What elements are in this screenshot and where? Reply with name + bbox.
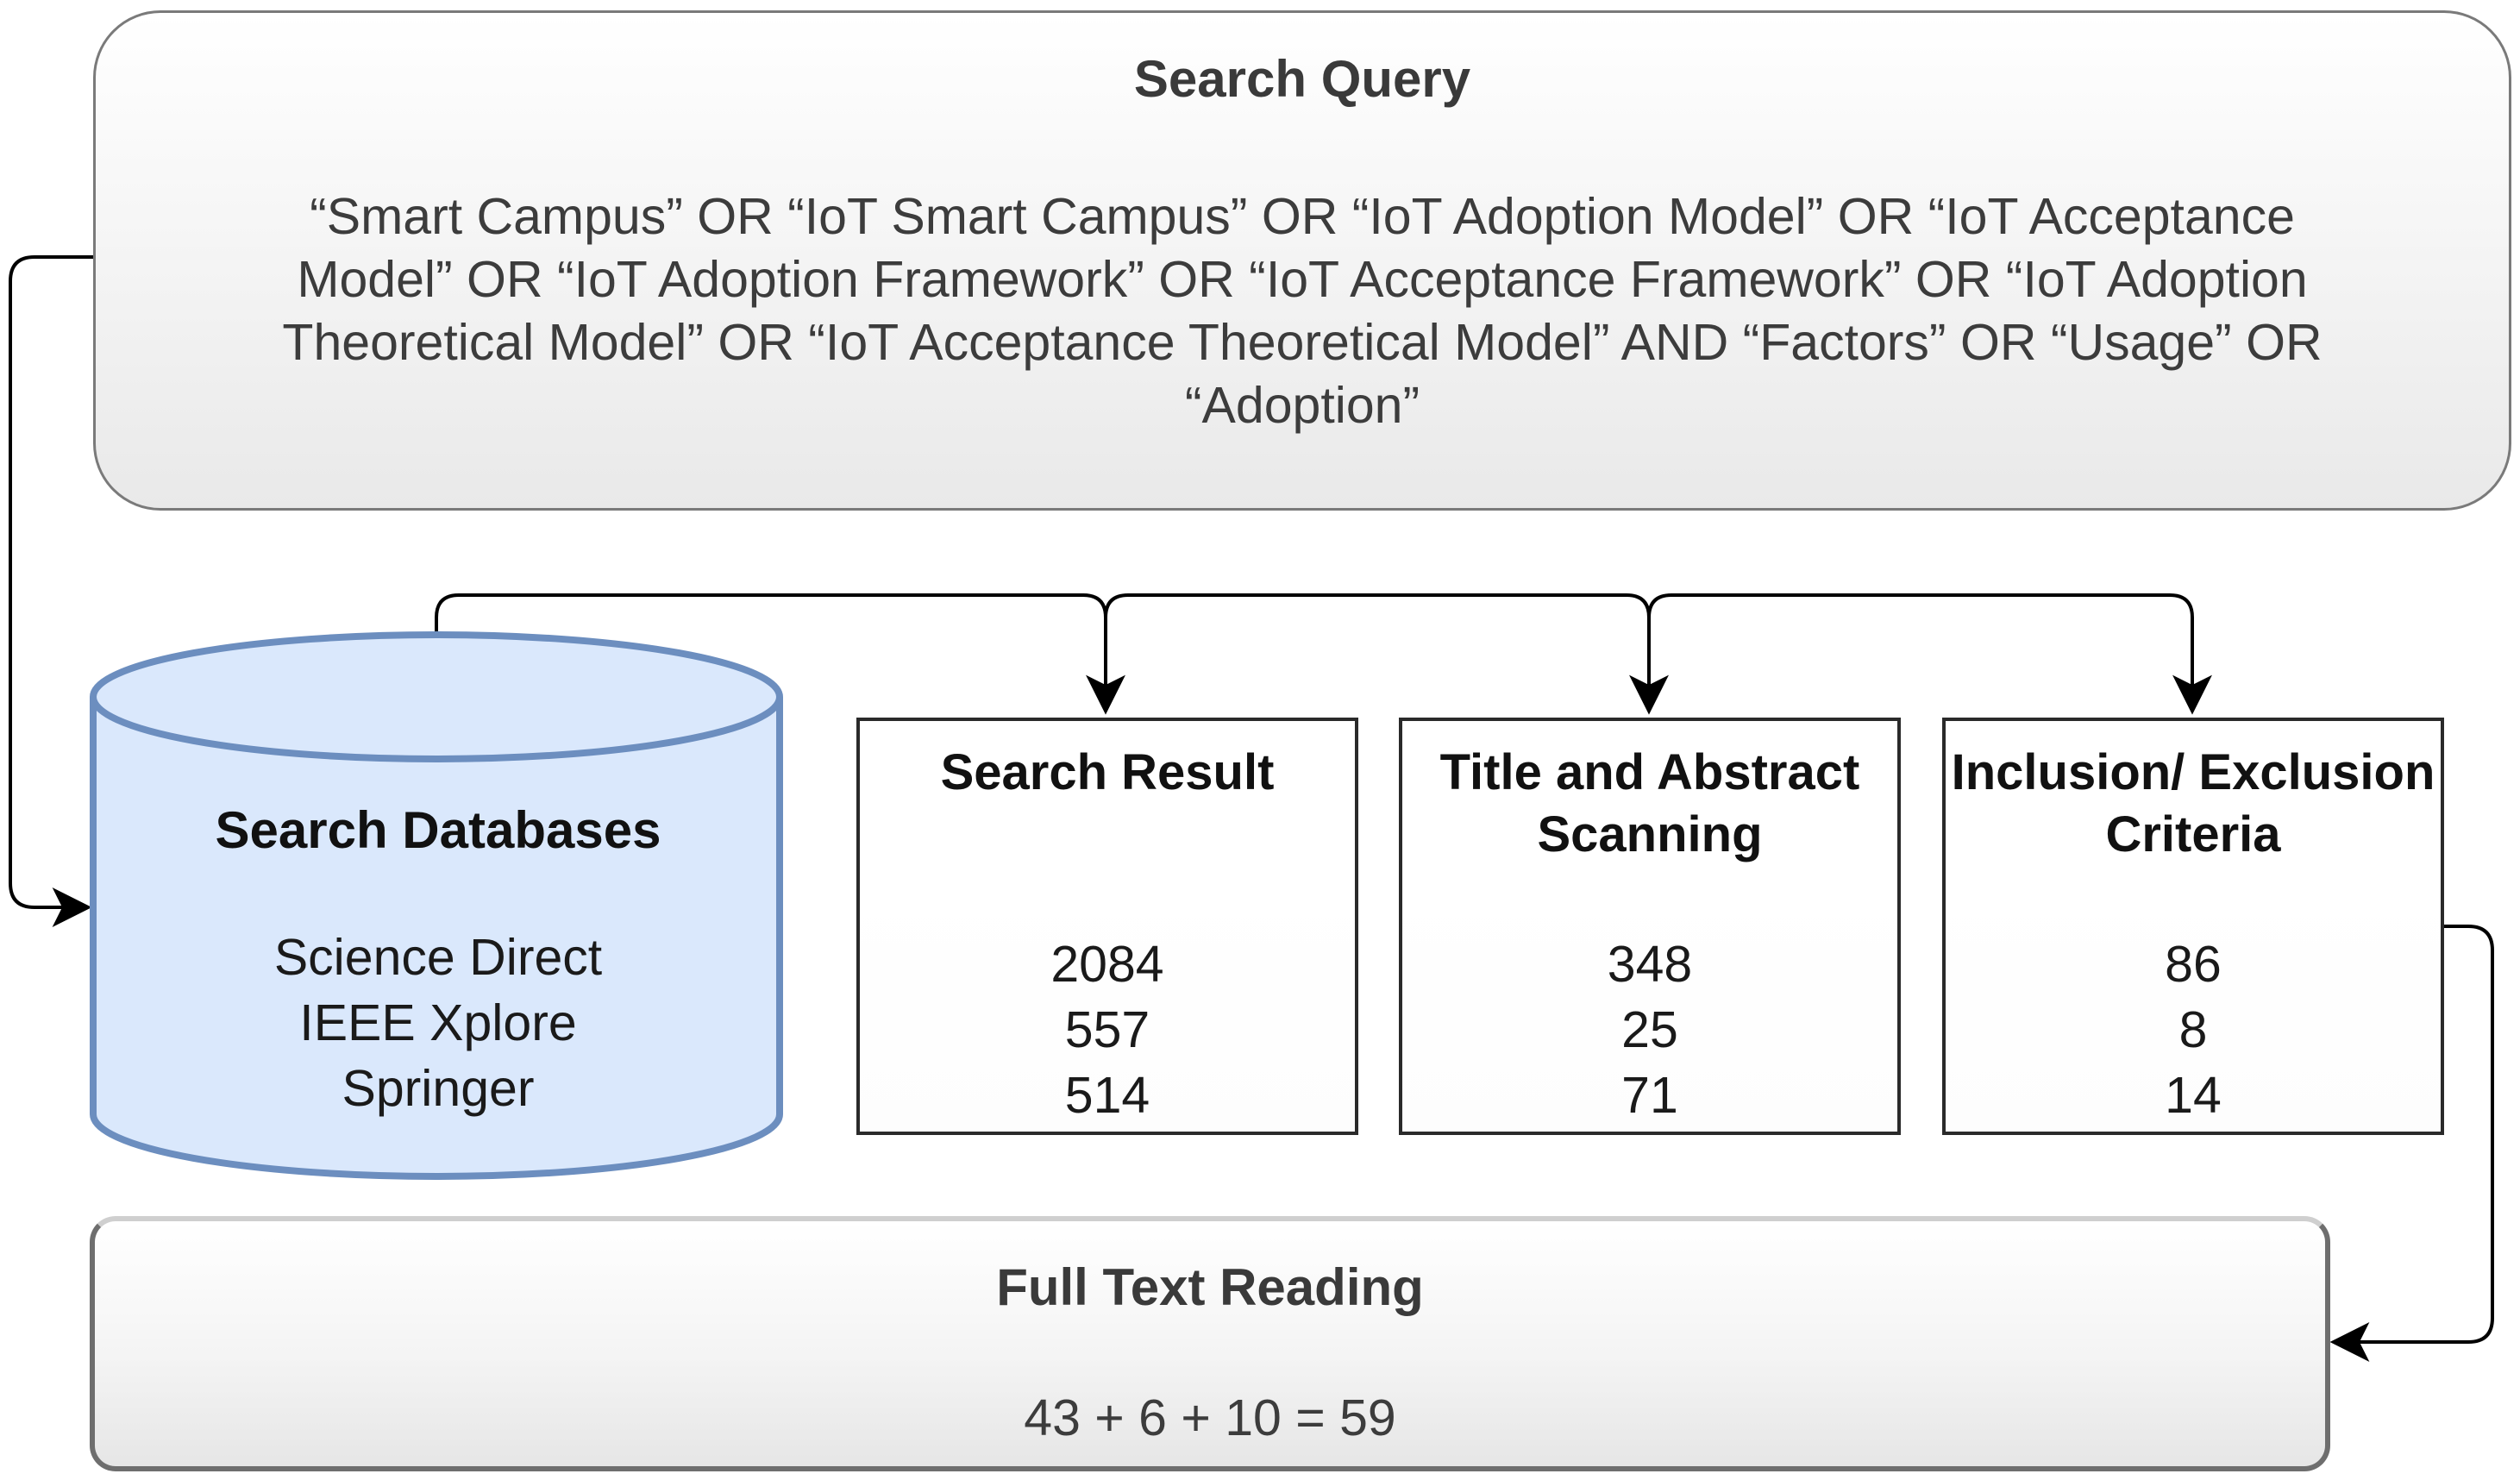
search-query-title: Search Query	[1133, 50, 1471, 108]
database-item: Science Direct	[273, 929, 603, 986]
search-databases-title: Search Databases	[215, 801, 661, 859]
inclusion-exclusion-criteria-title: Inclusion/ Exclusion Criteria	[1951, 744, 2435, 862]
full-text-reading-box: Full Text Reading 43 + 6 + 10 = 59	[90, 1216, 2330, 1471]
stage-value: 2084	[1050, 936, 1164, 993]
full-text-reading-sum: 43 + 6 + 10 = 59	[1024, 1389, 1396, 1446]
stage-value: 557	[1064, 1001, 1150, 1058]
stage-value: 8	[2178, 1001, 2208, 1058]
inclusion-exclusion-criteria-box: Inclusion/ Exclusion Criteria 86 8 14	[1942, 718, 2444, 1135]
stage-value: 25	[1621, 1001, 1678, 1058]
search-result-title: Search Result	[940, 744, 1275, 800]
stage-value: 86	[2165, 936, 2222, 993]
search-databases-list: Science Direct IEEE Xplore Springer	[93, 925, 783, 1121]
title-abstract-scanning-values: 348 25 71	[1402, 931, 1897, 1128]
title-abstract-scanning-title: Title and Abstract Scanning	[1439, 744, 1860, 862]
stage-value: 71	[1621, 1067, 1678, 1124]
arrow-to-title-abstract	[1104, 593, 1669, 715]
search-query-text: “Smart Campus” OR “IoT Smart Campus” OR …	[282, 188, 2323, 434]
search-query-box: Search Query “Smart Campus” OR “IoT Smar…	[93, 10, 2511, 511]
database-item: Springer	[342, 1060, 535, 1117]
stage-value: 514	[1064, 1067, 1150, 1124]
arrow-to-inclusion-exclusion	[1647, 593, 2212, 715]
arrow-query-to-databases	[9, 255, 93, 927]
full-text-reading-title: Full Text Reading	[996, 1258, 1424, 1316]
search-result-box: Search Result 2084 557 514	[856, 718, 1358, 1135]
database-cylinder-top	[90, 631, 783, 762]
inclusion-exclusion-criteria-values: 86 8 14	[1946, 931, 2441, 1128]
title-abstract-scanning-box: Title and Abstract Scanning 348 25 71	[1399, 718, 1901, 1135]
database-item: IEEE Xplore	[299, 994, 577, 1051]
stage-value: 14	[2165, 1067, 2222, 1124]
stage-value: 348	[1607, 936, 1693, 993]
search-result-values: 2084 557 514	[860, 931, 1355, 1128]
arrow-databases-to-search-result	[435, 593, 1125, 715]
